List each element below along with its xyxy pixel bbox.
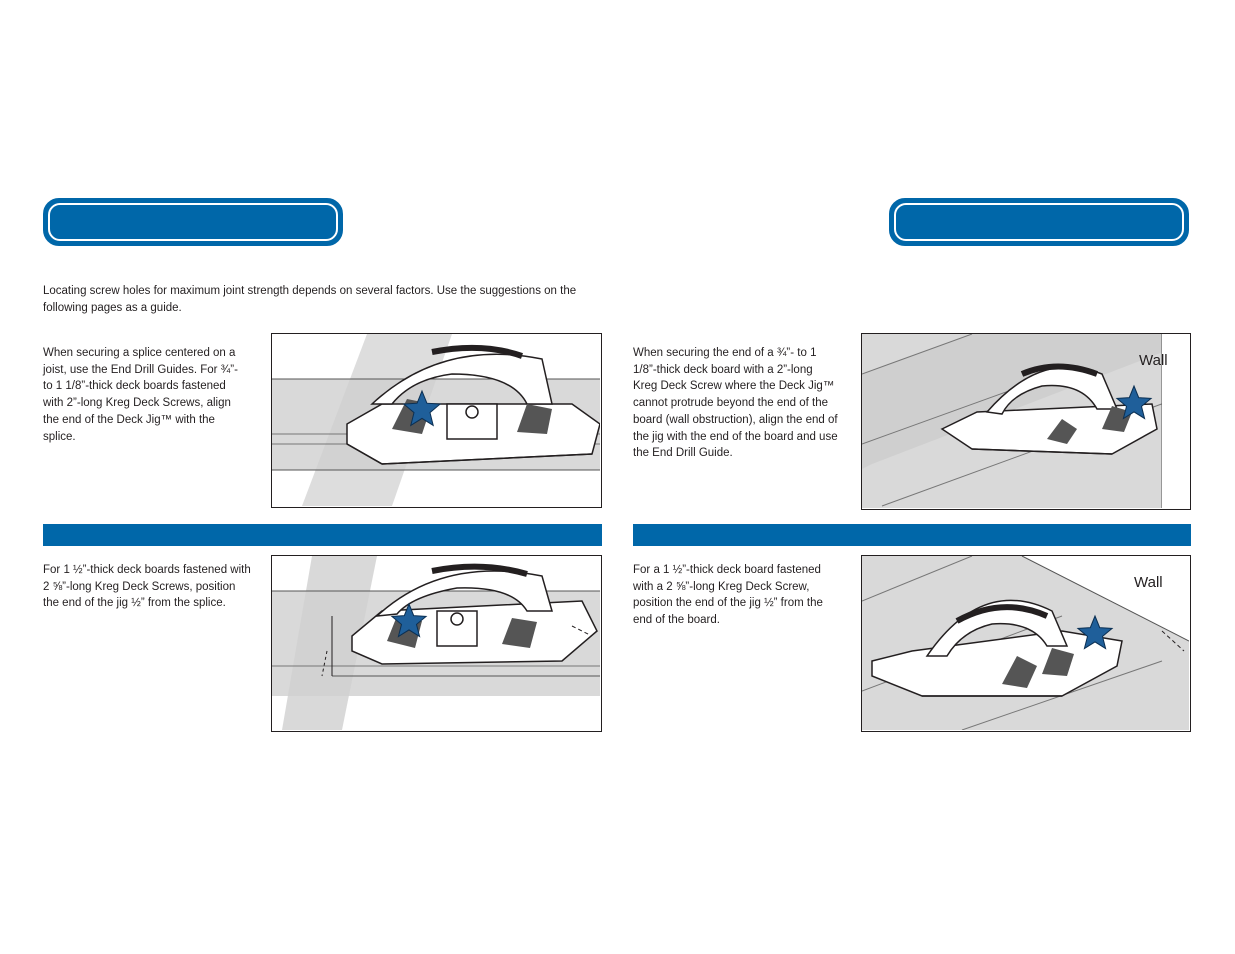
- deck-jig-illustration: [346, 344, 600, 465]
- wall-end-figure: Wall: [861, 333, 1191, 510]
- offset-wall-end-figure: Wall: [861, 555, 1191, 732]
- splice-figure: [271, 333, 602, 508]
- offset-splice-figure: [271, 555, 602, 732]
- thick-board-end-instructions: For a 1 ½”-thick deck board fastened wit…: [633, 564, 823, 627]
- wall-label: Wall: [1134, 574, 1163, 591]
- star-marker-icon: [1115, 384, 1153, 420]
- right-subsection-bar: [633, 524, 1191, 546]
- star-marker-icon: [402, 389, 442, 427]
- wall-label: Wall: [1139, 352, 1168, 369]
- right-section-header: [889, 198, 1189, 246]
- star-marker-icon: [1076, 614, 1114, 650]
- thick-board-splice-instructions: For 1 ½”-thick deck boards fastened with…: [43, 564, 251, 610]
- splice-instructions: When securing a splice centered on a joi…: [43, 347, 238, 443]
- left-subsection-bar: [43, 524, 602, 546]
- deck-jig-illustration: [871, 599, 1123, 697]
- end-instructions: When securing the end of a ¾”- to 1 1/8”…: [633, 347, 838, 460]
- left-section-header: [43, 198, 343, 246]
- intro-text: Locating screw holes for maximum joint s…: [43, 285, 577, 314]
- star-marker-icon: [390, 602, 428, 638]
